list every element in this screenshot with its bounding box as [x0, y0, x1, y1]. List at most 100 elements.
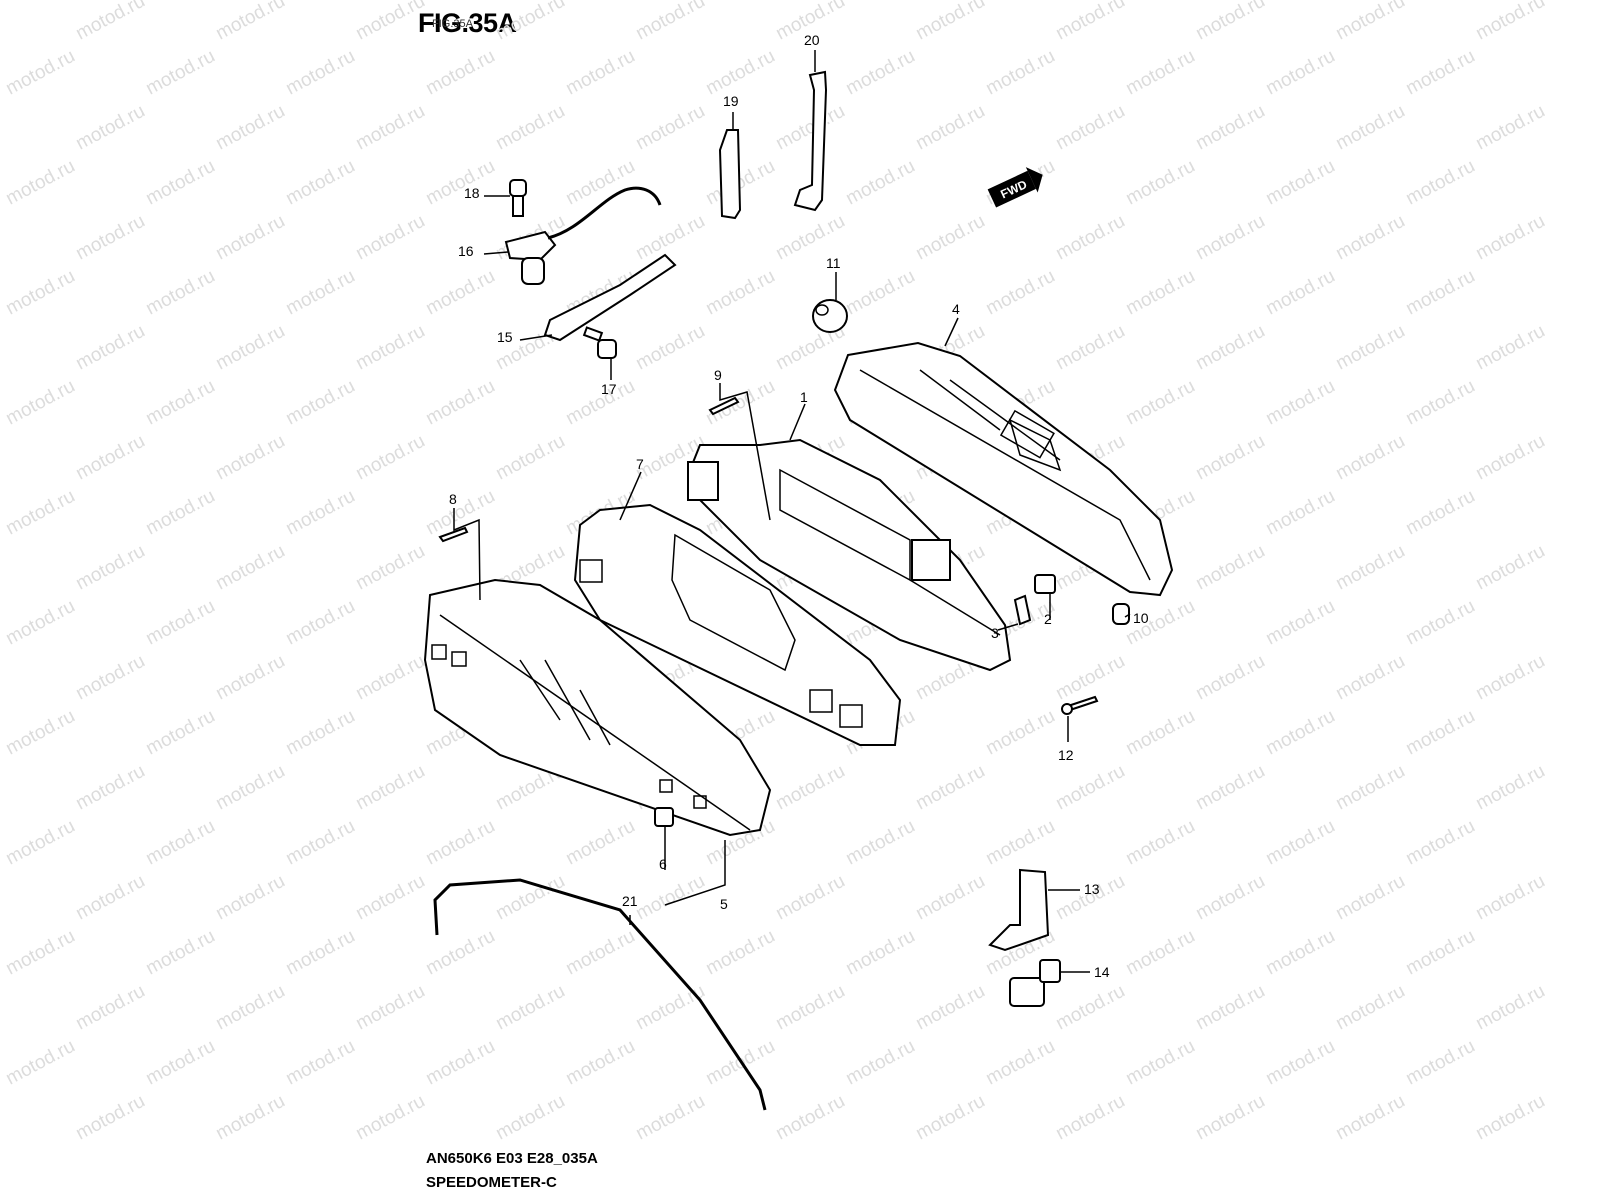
watermark-text: motod.ru	[422, 266, 498, 320]
watermark-text: motod.ru	[422, 1036, 498, 1090]
watermark-text: motod.ru	[912, 981, 988, 1035]
watermark-text: motod.ru	[212, 431, 288, 485]
watermark-text: motod.ru	[1052, 0, 1128, 44]
part-6-nut	[654, 807, 674, 827]
part-4-rear-case	[833, 341, 1174, 597]
watermark-text: motod.ru	[1332, 871, 1408, 925]
watermark-text: motod.ru	[982, 816, 1058, 870]
watermark-text: motod.ru	[1472, 0, 1548, 44]
watermark-text: motod.ru	[2, 706, 78, 760]
watermark-text: motod.ru	[1192, 651, 1268, 705]
watermark-text: motod.ru	[1332, 981, 1408, 1035]
watermark-text: motod.ru	[2, 926, 78, 980]
watermark-text: motod.ru	[282, 1036, 358, 1090]
part-20-strap	[793, 70, 828, 212]
watermark-text: motod.ru	[562, 926, 638, 980]
watermark-text: motod.ru	[352, 321, 428, 375]
watermark-text: motod.ru	[1472, 431, 1548, 485]
watermark-text: motod.ru	[562, 816, 638, 870]
watermark-text: motod.ru	[282, 46, 358, 100]
callout-labels: 20 19 18 16 15 17 11 4 9 1 7 8 2 3 10 12…	[449, 32, 1149, 980]
watermark-text: motod.ru	[562, 46, 638, 100]
watermark-text: motod.ru	[1402, 486, 1478, 540]
watermark-text: motod.ru	[142, 266, 218, 320]
watermark-text: motod.ru	[982, 706, 1058, 760]
watermark-text: motod.ru	[422, 926, 498, 980]
watermark-text: motod.ru	[422, 376, 498, 430]
watermark-text: motod.ru	[772, 871, 848, 925]
watermark-text: motod.ru	[1262, 596, 1338, 650]
watermark-text: motod.ru	[842, 1036, 918, 1090]
figure-title-overlap: FIG.35A	[432, 18, 473, 30]
watermark-text: motod.ru	[1472, 541, 1548, 595]
callout-18: 18	[464, 185, 480, 201]
watermark-text: motod.ru	[72, 0, 148, 44]
watermark-text: motod.ru	[282, 596, 358, 650]
watermark-text: motod.ru	[912, 101, 988, 155]
watermark-text: motod.ru	[1472, 101, 1548, 155]
watermark-text: motod.ru	[1472, 211, 1548, 265]
watermark-text: motod.ru	[2, 46, 78, 100]
watermark-text: motod.ru	[1122, 156, 1198, 210]
callout-7: 7	[636, 456, 644, 472]
watermark-text: motod.ru	[422, 46, 498, 100]
part-1-meter-body	[687, 438, 1012, 672]
watermark-text: motod.ru	[562, 156, 638, 210]
watermark-text: motod.ru	[632, 211, 708, 265]
watermark-text: motod.ru	[352, 431, 428, 485]
watermark-text: motod.ru	[1122, 376, 1198, 430]
watermark-text: motod.ru	[72, 871, 148, 925]
watermark-text: motod.ru	[632, 871, 708, 925]
callout-1: 1	[800, 389, 808, 405]
watermark-text: motod.ru	[2, 156, 78, 210]
watermark-text: motod.ru	[842, 46, 918, 100]
watermark-text: motod.ru	[1332, 541, 1408, 595]
watermark-text: motod.ru	[702, 46, 778, 100]
watermark-text: motod.ru	[352, 211, 428, 265]
watermark-text: motod.ru	[632, 321, 708, 375]
callout-10: 10	[1133, 610, 1149, 626]
watermark-text: motod.ru	[1192, 101, 1268, 155]
watermark-text: motod.ru	[142, 156, 218, 210]
section-name: SPEEDOMETER-C	[426, 1174, 557, 1191]
model-code: AN650K6 E03 E28_035A	[426, 1150, 598, 1167]
watermark-text: motod.ru	[72, 981, 148, 1035]
watermark-text: motod.ru	[1262, 376, 1338, 430]
watermark-text: motod.ru	[1262, 926, 1338, 980]
watermark-text: motod.ru	[142, 1036, 218, 1090]
watermark-text: motod.ru	[1472, 321, 1548, 375]
watermark-text: motod.ru	[772, 981, 848, 1035]
watermark-text: motod.ru	[142, 46, 218, 100]
figure-title: FIG.35A	[418, 8, 517, 38]
watermark-text: motod.ru	[982, 266, 1058, 320]
watermark-text: motod.ru	[912, 1091, 988, 1145]
watermark-text: motod.ru	[1332, 321, 1408, 375]
watermark-text: motod.ru	[632, 0, 708, 44]
watermark-text: motod.ru	[1472, 1091, 1548, 1145]
watermark-text: motod.ru	[142, 816, 218, 870]
watermark-text: motod.ru	[912, 871, 988, 925]
part-15-bracket	[543, 253, 677, 342]
watermark-text: motod.ru	[2, 266, 78, 320]
watermark-text: motod.ru	[1332, 211, 1408, 265]
watermark-text: motod.ru	[1192, 1091, 1268, 1145]
watermark-text: motod.ru	[1122, 706, 1198, 760]
watermark-text: motod.ru	[72, 651, 148, 705]
watermark-text: motod.ru	[352, 981, 428, 1035]
callout-14: 14	[1094, 964, 1110, 980]
callout-12: 12	[1058, 747, 1074, 763]
watermark-text: motod.ru	[1052, 981, 1128, 1035]
part-7-panel	[573, 503, 902, 746]
watermark-text: motod.ru	[912, 211, 988, 265]
watermark-text: motod.ru	[1192, 431, 1268, 485]
part-10-cap	[1112, 603, 1130, 625]
watermark-text: motod.ru	[282, 816, 358, 870]
watermark-text: motod.ru	[352, 871, 428, 925]
watermark-text: motod.ru	[702, 266, 778, 320]
callout-17: 17	[601, 381, 617, 397]
watermark-text: motod.ru	[1052, 1091, 1128, 1145]
watermark-text: motod.ru	[492, 101, 568, 155]
watermark-text: motod.ru	[1332, 651, 1408, 705]
watermark-text: motod.ru	[1262, 1036, 1338, 1090]
